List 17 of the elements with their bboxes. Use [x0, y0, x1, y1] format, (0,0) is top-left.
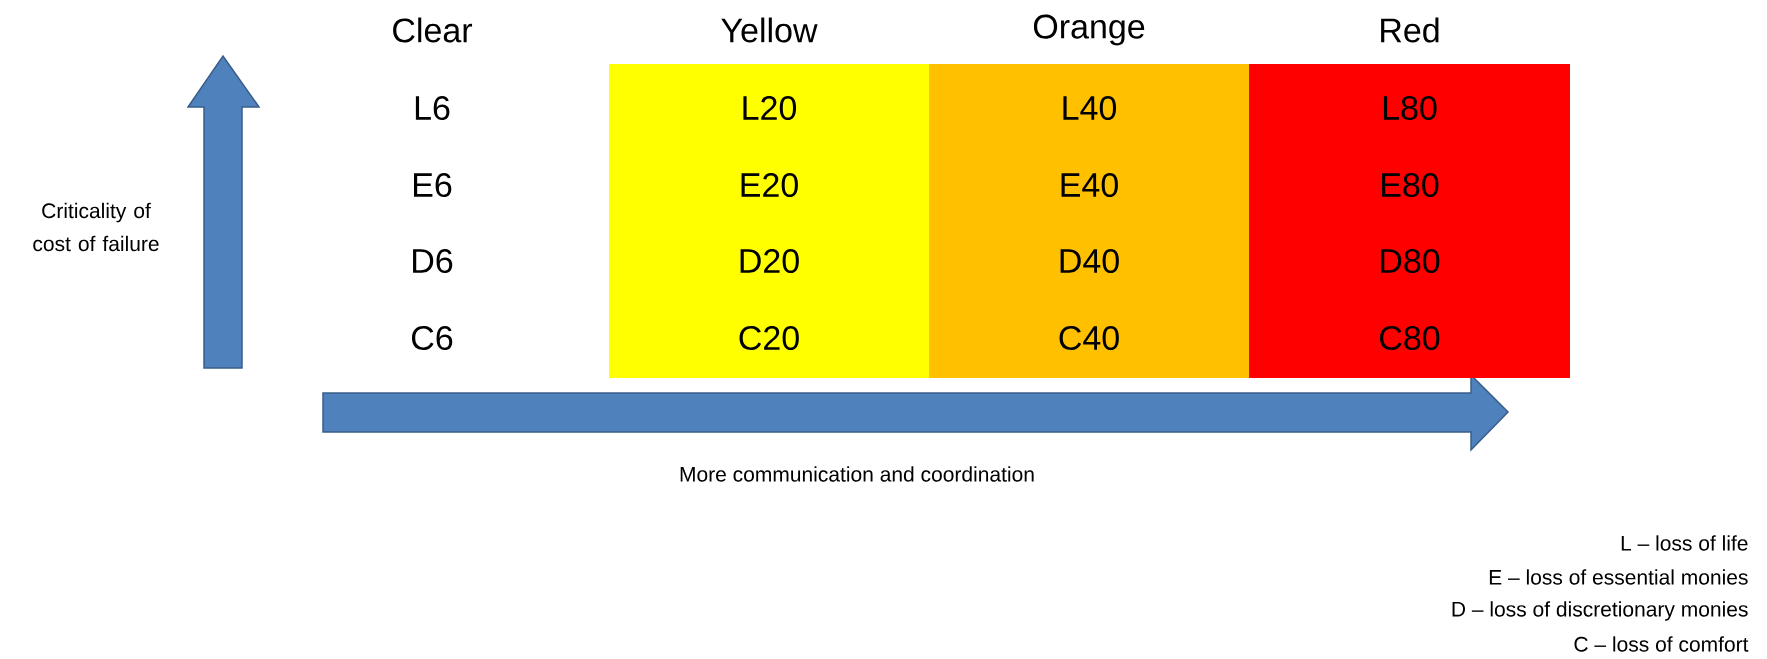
cell-text: L6 — [415, 95, 450, 121]
column-header: Clear — [393, 17, 473, 43]
cell-text: D6 — [413, 248, 453, 274]
key-text: C – loss of comfort — [1574, 636, 1749, 652]
axis-label: More communication and coordination — [680, 466, 1034, 482]
key-text: D – loss of discretionary monies — [1452, 601, 1748, 621]
node-label: Red — [1381, 17, 1439, 43]
axis-label: Criticality of cost of failure — [33, 202, 159, 252]
colored-band: Orange L40 E40 D40 C40 — [929, 14, 1249, 378]
colored-band: Yellow L20 E20 D20 C20 — [609, 17, 929, 378]
colored-band: Red L80 E80 D80 C80 — [1249, 17, 1570, 378]
cell-text: C6 — [412, 325, 453, 351]
key-text: E – loss of essential monies — [1489, 569, 1748, 585]
cell-text: E6 — [414, 172, 452, 198]
node-label: Yellow — [721, 17, 818, 43]
key-text: L – loss of life — [1621, 535, 1748, 551]
node-label: Orange — [1033, 14, 1145, 46]
